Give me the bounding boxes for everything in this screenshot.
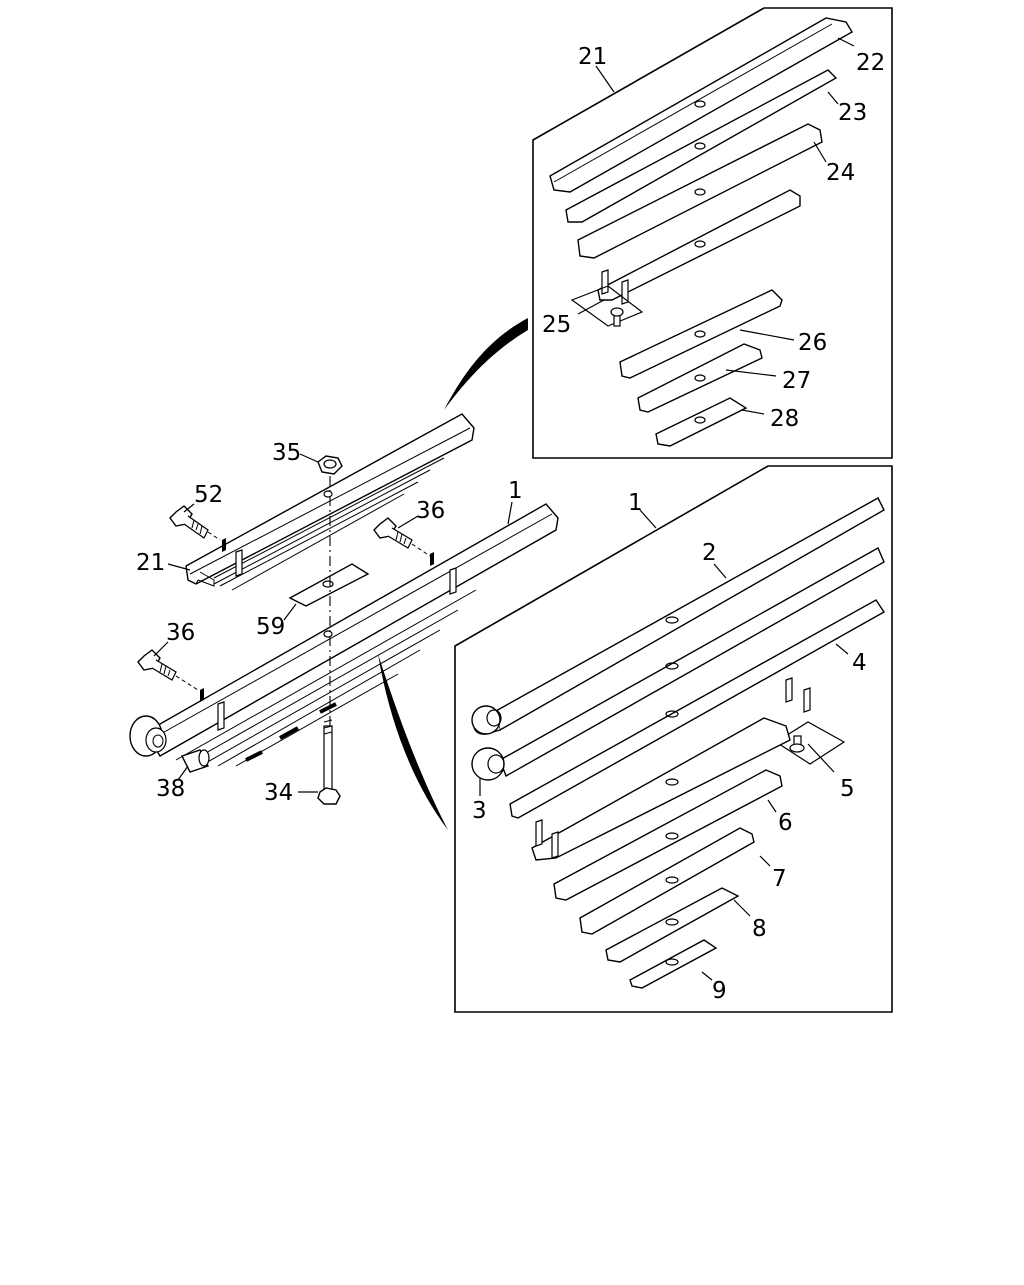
- lower-detail-box: 1 2 4 3 5 6 7 8 9: [454, 465, 893, 1013]
- lower-leaf-2: [471, 497, 885, 735]
- lower-leaf-4: [509, 599, 886, 819]
- lower-leaf-7: [553, 769, 783, 901]
- lower-leaf-3: [471, 547, 885, 781]
- spacer-plate-59: [288, 563, 370, 607]
- callout-lower-leaf-2: 4: [852, 650, 867, 676]
- lower-leaf-10: [629, 939, 718, 989]
- upper-leader-lines: [577, 37, 855, 415]
- callout-bushing: 38: [156, 776, 185, 802]
- callout-clip-bolt-upper: 36: [416, 498, 445, 524]
- clip-bolt-36-upper: [373, 517, 431, 557]
- callout-upper-leaf-6: 27: [782, 368, 811, 394]
- upper-leaf-26: [619, 289, 783, 379]
- upper-leaf-27: [637, 343, 763, 413]
- lower-leaf-8: [579, 827, 755, 935]
- pointer-to-lower-detail: [378, 654, 448, 830]
- callout-lower-leaf-6: 8: [752, 916, 767, 942]
- clip-bolt-36-lower: [137, 649, 199, 691]
- upper-leaf-22: [549, 17, 853, 193]
- upper-leaf-4: [597, 189, 801, 305]
- upper-leaf-23: [565, 69, 838, 223]
- lower-leaf-6: [531, 717, 791, 861]
- upper-detail-frame: [532, 7, 893, 459]
- callout-clip-bolt-lower: 36: [166, 620, 195, 646]
- upper-clip-25: [570, 285, 644, 327]
- callout-lower-leaf-1: 2: [702, 540, 717, 566]
- callout-eye-bushing: 3: [472, 798, 487, 824]
- center-bolt-34: [317, 719, 341, 805]
- lower-leader-lines: [479, 509, 849, 981]
- callout-main-upper-assembly: 21: [136, 550, 165, 576]
- lower-clip-5: [774, 721, 846, 765]
- callout-front-bolt: 52: [194, 482, 223, 508]
- callout-spacer-plate: 59: [256, 614, 285, 640]
- callout-upper-leaf-7: 28: [770, 406, 799, 432]
- callout-lower-assembly: 1: [628, 490, 643, 516]
- center-nut-35: [317, 455, 343, 475]
- pointer-to-upper-detail: [444, 318, 528, 410]
- callout-upper-assembly: 21: [578, 44, 607, 70]
- upper-detail-box: 21 22 23 24 25 26 27 28: [532, 7, 893, 459]
- lower-detail-frame: [454, 465, 893, 1013]
- main-lower-spring-pack: [129, 503, 559, 767]
- callout-upper-leaf-1: 22: [856, 50, 885, 76]
- main-assembly: 35 52 21 1 36 59 36 34 38: [129, 413, 559, 806]
- upper-leaf-28: [655, 397, 748, 447]
- main-leader-lines: [153, 453, 513, 793]
- callout-main-lower-assembly: 1: [508, 478, 523, 504]
- lower-leaf-9: [605, 887, 740, 963]
- callout-center-nut: 35: [272, 440, 301, 466]
- callout-upper-leaf-2: 23: [838, 100, 867, 126]
- callout-upper-leaf-3: 24: [826, 160, 855, 186]
- callout-upper-leaf-5: 26: [798, 330, 827, 356]
- callout-lower-clip: 5: [840, 776, 855, 802]
- upper-leaf-24: [577, 123, 823, 259]
- front-bolt-52: [169, 505, 221, 541]
- callout-center-bolt: 34: [264, 780, 293, 806]
- callout-lower-leaf-5: 7: [772, 866, 787, 892]
- callout-upper-clip: 25: [542, 312, 571, 338]
- callout-lower-leaf-4: 6: [778, 810, 793, 836]
- callout-lower-leaf-7: 9: [712, 978, 727, 1004]
